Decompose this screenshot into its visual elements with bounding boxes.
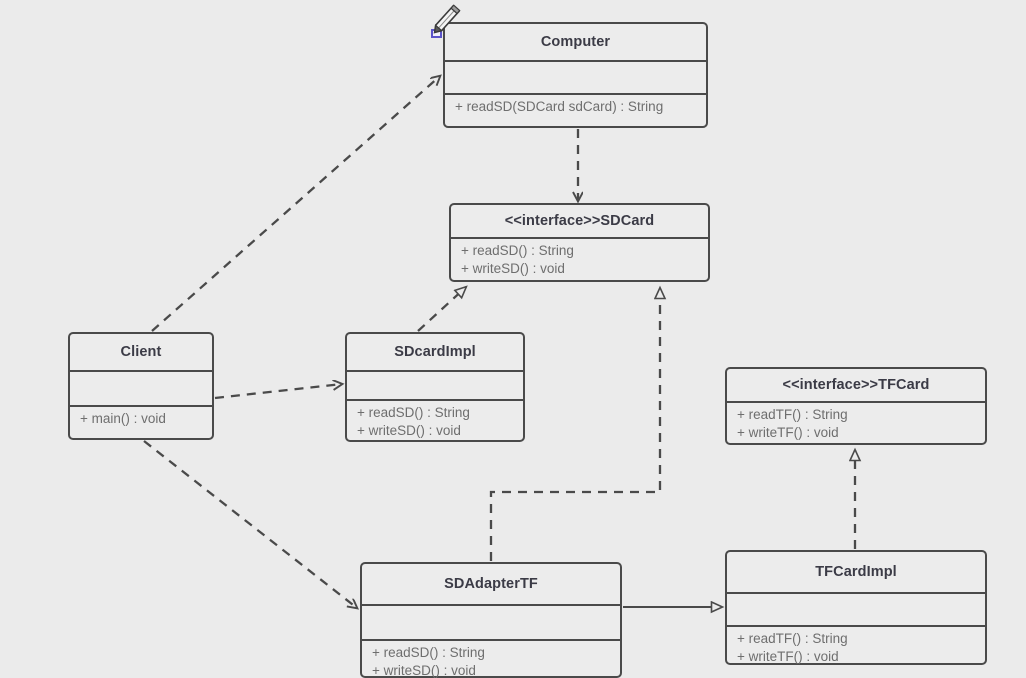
class-title-sdcard: <<interface>>SDCard: [504, 213, 655, 229]
class-attributes-sdcardimpl: [347, 370, 523, 399]
class-attributes-sdadaptertf: [362, 604, 620, 639]
class-box-client[interactable]: Client + main() : void: [68, 332, 214, 440]
class-methods-client: + main() : void: [70, 405, 212, 438]
class-title-tfcardimpl: TFCardImpl: [815, 564, 897, 580]
class-member: + writeSD() : void: [357, 422, 461, 438]
class-box-tfcard[interactable]: <<interface>>TFCard + readTF() : String …: [725, 367, 987, 445]
class-methods-sdcard: + readSD() : String + writeSD() : void: [451, 237, 708, 280]
class-box-sdcard[interactable]: <<interface>>SDCard + readSD() : String …: [449, 203, 710, 282]
class-member: + readTF() : String: [737, 631, 848, 646]
class-attributes-tfcardimpl: [727, 592, 985, 625]
class-methods-tfcard: + readTF() : String + writeTF() : void: [727, 401, 985, 443]
edge-client-computer: [151, 76, 440, 332]
class-member: + writeTF() : void: [737, 424, 839, 440]
class-methods-sdcardimpl: + readSD() : String + writeSD() : void: [347, 399, 523, 440]
class-attributes-computer: [445, 60, 706, 93]
class-member: + main() : void: [80, 411, 166, 426]
class-title-tfcard: <<interface>>TFCard: [782, 377, 930, 393]
edge-client-sdcardimpl: [214, 384, 342, 400]
class-box-sdadaptertf[interactable]: SDAdapterTF + readSD() : String + writeS…: [360, 562, 622, 678]
class-methods-tfcardimpl: + readTF() : String + writeTF() : void: [727, 625, 985, 664]
class-box-tfcardimpl[interactable]: TFCardImpl + readTF() : String + writeTF…: [725, 550, 987, 665]
class-methods-computer: + readSD(SDCard sdCard) : String: [445, 93, 706, 126]
edge-sdcardimpl-sdcard: [417, 287, 466, 332]
class-attributes-client: [70, 370, 212, 405]
class-member: + readSD() : String: [357, 405, 470, 420]
class-title-client: Client: [120, 344, 162, 360]
class-member: + writeTF() : void: [737, 648, 839, 664]
edge-client-sdadapter: [143, 440, 357, 608]
class-box-computer[interactable]: Computer + readSD(SDCard sdCard) : Strin…: [443, 22, 708, 128]
class-member: + writeSD() : void: [372, 662, 476, 678]
class-box-sdcardimpl[interactable]: SDcardImpl + readSD() : String + writeSD…: [345, 332, 525, 442]
class-member: + readTF() : String: [737, 407, 848, 422]
class-member: + readSD() : String: [461, 243, 574, 258]
pencil-cursor: [433, 4, 461, 34]
class-title-sdcardimpl: SDcardImpl: [394, 344, 476, 360]
class-methods-sdadaptertf: + readSD() : String + writeSD() : void: [362, 639, 620, 678]
class-title-sdadaptertf: SDAdapterTF: [444, 576, 538, 592]
class-title-computer: Computer: [540, 34, 611, 50]
class-member: + readSD() : String: [372, 645, 485, 660]
class-member: + writeSD() : void: [461, 260, 565, 276]
class-member: + readSD(SDCard sdCard) : String: [455, 99, 664, 114]
